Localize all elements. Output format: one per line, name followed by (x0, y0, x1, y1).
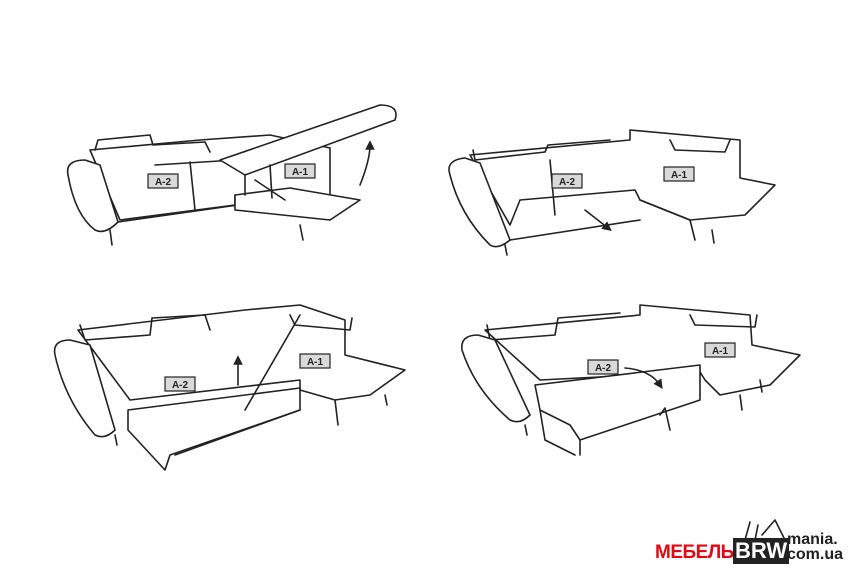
logo-text-mania: mania. (787, 531, 838, 548)
logo-text-brw: BRW (733, 538, 790, 564)
step-4-unfold-bed: A-2 A-1 (461, 304, 801, 456)
brand-logo: МЕБЕЛЬ BRW mania.com.ua (655, 522, 855, 566)
logo-text-domain: mania.com.ua (787, 531, 844, 563)
module-label-a1: A-1 (307, 357, 324, 368)
module-label-a2: A-2 (172, 380, 189, 391)
step-2-pull-out: A-2 A-1 (448, 129, 776, 256)
step-3-lift-seat: A-2 A-1 (53, 304, 406, 471)
step-1-storage-open: A-2 A-1 (66, 104, 397, 246)
module-label-a2: A-2 (155, 177, 172, 188)
module-label-a1: A-1 (712, 346, 729, 357)
module-label-a1: A-1 (671, 170, 688, 181)
module-label-a2: A-2 (559, 177, 576, 188)
module-label-a2: A-2 (595, 363, 612, 374)
logo-chair-icon (744, 519, 786, 541)
logo-text-mebel: МЕБЕЛЬ (655, 542, 734, 563)
module-label-a1: A-1 (292, 167, 309, 178)
logo-text-comua: com.ua (787, 546, 844, 563)
